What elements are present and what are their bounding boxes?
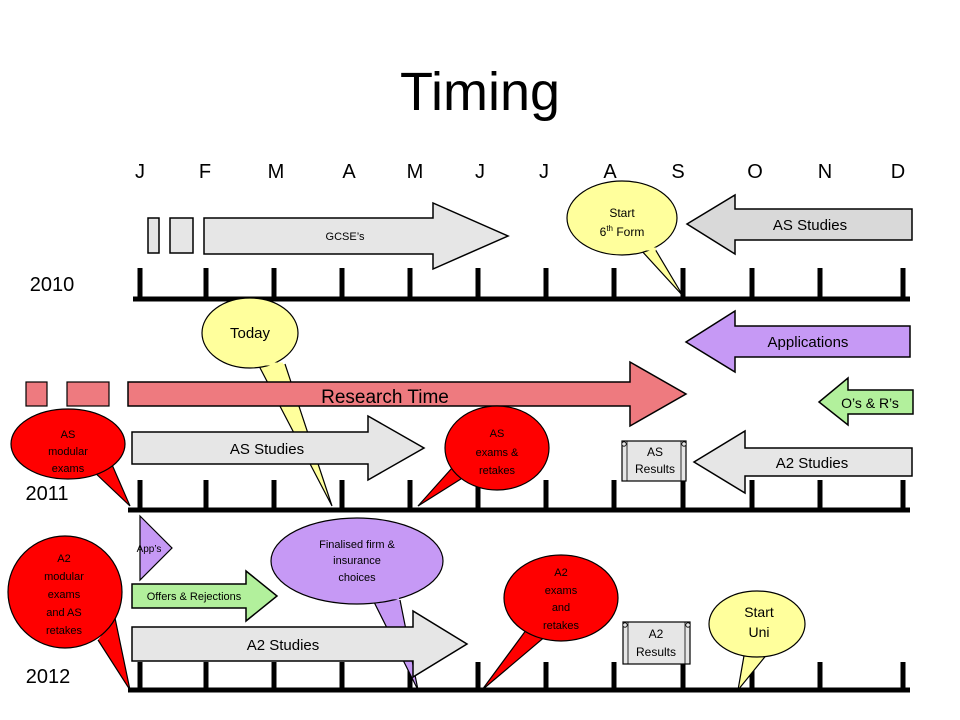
a2-modular-callout <box>7 535 123 649</box>
applications-arrow <box>684 309 911 374</box>
a2-exams-callout <box>503 554 619 642</box>
year-label-2012: 2012 <box>26 666 71 688</box>
as-exams-line: AS <box>490 428 505 440</box>
month-label: A <box>342 161 356 183</box>
as-modular-callout <box>10 408 126 480</box>
a2-results-line: Results <box>636 645 676 659</box>
timeline-2011 <box>128 480 910 513</box>
as-studies-label-2011: AS Studies <box>230 441 304 458</box>
a2-exams-line: exams <box>545 585 578 597</box>
as-studies-arrow-2011 <box>131 414 426 482</box>
as-modular-line: AS <box>61 429 76 441</box>
start-uni-line: Start <box>744 604 774 620</box>
a2-studies-arrow-2012 <box>131 609 469 679</box>
a2-studies-label-2012: A2 Studies <box>247 637 320 654</box>
month-label: M <box>407 161 424 183</box>
as-exams-line: retakes <box>479 465 516 477</box>
a2-modular-line: A2 <box>57 553 70 565</box>
a2-exams-line: and <box>552 602 570 614</box>
as-results-scroll <box>621 440 687 482</box>
year-label-2010: 2010 <box>30 274 75 296</box>
month-label: D <box>891 161 905 183</box>
apps-arrow <box>139 514 173 582</box>
os-rs-arrow <box>817 376 914 427</box>
as-modular-line: exams <box>52 463 85 475</box>
a2-exams-line: A2 <box>554 567 567 579</box>
finalised-line: Finalised firm & <box>319 539 395 551</box>
a2-exams-line: retakes <box>543 620 580 632</box>
apps-label: App’s <box>137 544 162 555</box>
month-label: J <box>539 161 549 183</box>
research-block-small <box>25 381 48 407</box>
as-exams-line: exams & <box>476 447 519 459</box>
finalised-line: insurance <box>333 555 381 567</box>
month-label: O <box>747 161 763 183</box>
month-label: M <box>268 161 285 183</box>
timeline-2010 <box>133 268 910 302</box>
a2-modular-line: exams <box>48 589 81 601</box>
a2-modular-line: and AS <box>46 607 81 619</box>
start-6th-form-callout <box>566 180 678 256</box>
a2-studies-label-2011: A2 Studies <box>776 455 849 472</box>
page-title: Timing <box>400 62 560 122</box>
a2-studies-arrow-2011 <box>692 429 913 495</box>
gcse-block-medium <box>169 217 194 254</box>
gcse-arrow <box>203 201 510 271</box>
offers-rejections-arrow <box>131 569 279 623</box>
applications-label: Applications <box>768 334 849 351</box>
start-uni-line: Uni <box>748 624 769 640</box>
today-callout <box>201 297 299 369</box>
callout-join <box>745 649 768 654</box>
month-label: F <box>199 161 211 183</box>
research-block-medium <box>66 381 110 407</box>
as-studies-label-2010: AS Studies <box>773 217 847 234</box>
start-6th-form-line2: 6th Form <box>600 224 645 239</box>
gcse-block-small <box>147 217 160 254</box>
start-uni-callout-tail <box>737 649 769 693</box>
start-6th-form-callout-tail <box>639 248 684 297</box>
as-modular-line: modular <box>48 446 88 458</box>
callout-join <box>373 595 400 600</box>
today-label: Today <box>230 325 271 342</box>
a2-modular-line: modular <box>44 571 84 583</box>
month-labels: J F M A M J J A S O N D <box>135 161 905 183</box>
offers-rejections-label: Offers & Rejections <box>147 591 242 603</box>
gcse-label: GCSE’s <box>326 231 365 243</box>
research-time-label: Research Time <box>321 387 449 408</box>
as-studies-arrow-2010 <box>685 193 913 256</box>
as-results-line: Results <box>635 462 675 476</box>
as-exams-callout-tail <box>417 467 473 507</box>
as-exams-callout <box>444 405 550 491</box>
month-label: S <box>671 161 684 183</box>
month-label: N <box>818 161 832 183</box>
month-label: J <box>475 161 485 183</box>
research-time-arrow <box>127 360 688 428</box>
timeline-2012 <box>128 662 910 693</box>
month-label: A <box>603 161 617 183</box>
start-6th-form-line1: Start <box>609 206 635 220</box>
year-label-2011: 2011 <box>25 483 68 505</box>
a2-results-line: A2 <box>649 627 664 641</box>
finalised-line: choices <box>338 572 376 584</box>
month-label: J <box>135 161 145 183</box>
finalised-callout <box>270 517 444 605</box>
a2-modular-callout-tail <box>97 617 131 691</box>
as-results-line: AS <box>647 445 663 459</box>
start-uni-callout <box>708 590 806 658</box>
a2-modular-line: retakes <box>46 625 83 637</box>
os-rs-label: O’s & R’s <box>841 395 899 411</box>
a2-results-scroll <box>622 621 691 665</box>
